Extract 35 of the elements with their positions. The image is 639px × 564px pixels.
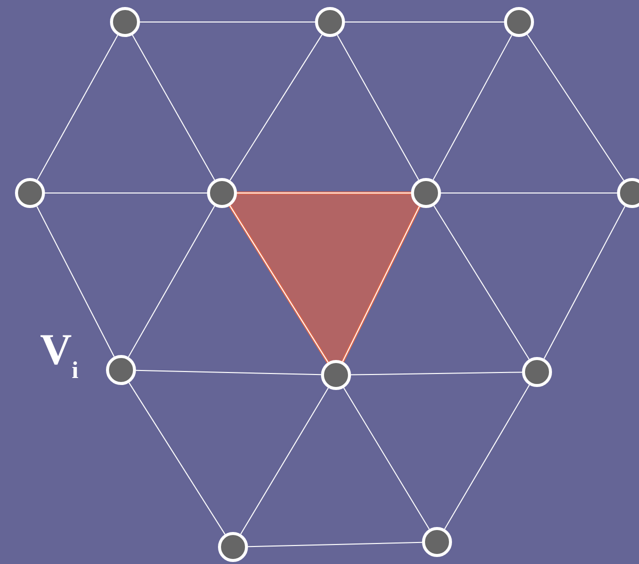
mesh-edge xyxy=(36,206,115,358)
mesh-edge xyxy=(240,387,329,535)
mesh-edge xyxy=(336,34,420,180)
mesh-edge xyxy=(433,205,530,360)
vertex-circle xyxy=(504,7,534,37)
mesh-edge xyxy=(444,384,530,530)
mesh-edge xyxy=(36,34,118,180)
vertex-circle xyxy=(411,178,441,208)
vertex-circle xyxy=(315,7,345,37)
vertex-circle xyxy=(207,178,237,208)
mesh-edge xyxy=(128,382,226,535)
mesh-edge xyxy=(350,372,522,376)
mesh-edge xyxy=(342,206,420,362)
vertex-circle xyxy=(110,7,140,37)
mesh-edge xyxy=(432,34,512,180)
vertex-circle xyxy=(617,178,639,208)
mesh-edge xyxy=(128,206,216,358)
mesh-edge xyxy=(236,192,412,194)
mesh-edge xyxy=(230,34,322,181)
mesh-edge xyxy=(136,370,322,376)
vertex-circle xyxy=(106,355,136,385)
vertex-circle xyxy=(321,360,351,390)
mesh-edge xyxy=(440,192,618,194)
mesh-edge xyxy=(229,205,329,363)
vertex-label: V$_{i}$ xyxy=(40,328,78,383)
mesh-edge xyxy=(132,34,216,180)
mesh-edge xyxy=(44,192,208,194)
vertex-circle xyxy=(15,178,45,208)
vertex-circle xyxy=(522,357,552,387)
mesh-edge xyxy=(343,387,430,530)
mesh-edge xyxy=(526,34,624,181)
mesh-edge xyxy=(248,542,422,548)
vertex-circle xyxy=(218,532,248,562)
mesh-edge xyxy=(544,206,626,360)
vertex-circle xyxy=(422,527,452,557)
